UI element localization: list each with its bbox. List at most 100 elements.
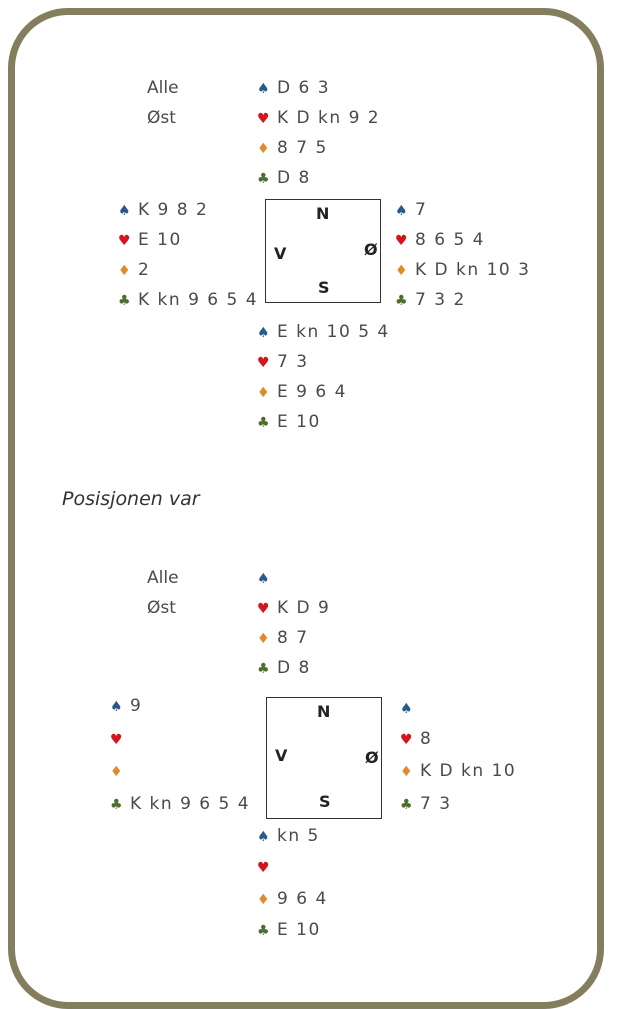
- diamond-icon: ♦: [257, 141, 272, 157]
- diamond-icon: ♦: [395, 263, 410, 279]
- heart-icon: ♥: [257, 111, 272, 127]
- dealer-label: Alle: [147, 568, 179, 588]
- west-spades: ♠ K 9 8 2: [118, 199, 208, 222]
- club-icon: ♣: [257, 415, 272, 431]
- east-spades: ♠7: [395, 199, 427, 222]
- spade-icon: ♠: [118, 203, 133, 219]
- caption: Posisjonen var: [62, 488, 200, 510]
- north-clubs: ♣ D 8: [257, 657, 311, 680]
- compass-east: Ø: [365, 748, 379, 767]
- north-clubs-cards: D 8: [277, 168, 311, 188]
- club-icon: ♣: [257, 923, 272, 939]
- club-icon: ♣: [257, 171, 272, 187]
- north-diamonds-cards: 8 7: [277, 628, 309, 648]
- east-hearts: ♥8 6 5 4: [395, 229, 485, 252]
- spade-icon: ♠: [257, 571, 272, 587]
- diamond-icon: ♦: [257, 385, 272, 401]
- compass-west: V: [275, 746, 288, 765]
- compass-north: N: [317, 702, 331, 721]
- south-hearts-cards: 7 3: [277, 352, 309, 372]
- diamond-icon: ♦: [110, 764, 125, 780]
- north-spades: ♠: [257, 567, 277, 590]
- east-spades: ♠: [400, 697, 420, 720]
- diamond-icon: ♦: [257, 892, 272, 908]
- north-diamonds: ♦ 8 7 5: [257, 137, 328, 160]
- spade-icon: ♠: [110, 699, 125, 715]
- club-icon: ♣: [118, 293, 133, 309]
- east-clubs-cards: 7 3: [420, 794, 452, 814]
- spade-icon: ♠: [395, 203, 410, 219]
- heart-icon: ♥: [110, 732, 125, 748]
- west-clubs: ♣ K kn 9 6 5 4: [110, 793, 250, 816]
- compass-north: N: [316, 204, 330, 223]
- north-hearts: ♥ K D 9: [257, 597, 330, 620]
- north-diamonds-cards: 8 7 5: [277, 138, 328, 158]
- north-clubs-cards: D 8: [277, 658, 311, 678]
- north-diamonds: ♦ 8 7: [257, 627, 309, 650]
- west-spades: ♠9: [110, 695, 142, 718]
- west-hearts: ♥: [110, 728, 130, 751]
- compass-south: S: [319, 792, 331, 811]
- east-clubs: ♣7 3: [400, 793, 452, 816]
- club-icon: ♣: [110, 797, 125, 813]
- north-spades: ♠ D 6 3: [257, 77, 330, 100]
- west-clubs-cards: K kn 9 6 5 4: [138, 290, 259, 310]
- west-diamonds-cards: 2: [138, 260, 151, 280]
- vulnerability-label: Øst: [147, 108, 176, 128]
- south-clubs: ♣ E 10: [257, 919, 321, 942]
- vulnerability-label: Øst: [147, 598, 176, 618]
- spade-icon: ♠: [257, 81, 272, 97]
- spade-icon: ♠: [257, 829, 272, 845]
- south-diamonds-cards: E 9 6 4: [277, 382, 347, 402]
- spade-icon: ♠: [400, 701, 415, 717]
- heart-icon: ♥: [257, 860, 272, 876]
- compass-box: N V Ø S: [265, 199, 381, 303]
- club-icon: ♣: [257, 661, 272, 677]
- west-diamonds: ♦2: [118, 259, 150, 282]
- west-clubs: ♣ K kn 9 6 5 4: [118, 289, 258, 312]
- heart-icon: ♥: [395, 233, 410, 249]
- compass-west: V: [274, 244, 287, 263]
- south-clubs-cards: E 10: [277, 920, 321, 940]
- east-clubs: ♣7 3 2: [395, 289, 466, 312]
- south-spades-cards: kn 5: [277, 826, 320, 846]
- west-spades-cards: K 9 8 2: [138, 200, 209, 220]
- north-hearts-cards: K D 9: [277, 598, 331, 618]
- compass-south: S: [318, 278, 330, 297]
- spade-icon: ♠: [257, 325, 272, 341]
- south-clubs-cards: E 10: [277, 412, 321, 432]
- dealer-label: Alle: [147, 78, 179, 98]
- south-diamonds-cards: 9 6 4: [277, 889, 328, 909]
- north-hearts-cards: K D kn 9 2: [277, 108, 381, 128]
- east-diamonds-cards: K D kn 10: [420, 761, 517, 781]
- heart-icon: ♥: [400, 732, 415, 748]
- west-hearts: ♥ E 10: [118, 229, 182, 252]
- east-hearts-cards: 8: [420, 729, 433, 749]
- heart-icon: ♥: [257, 601, 272, 617]
- south-spades-cards: E kn 10 5 4: [277, 322, 390, 342]
- west-clubs-cards: K kn 9 6 5 4: [130, 794, 251, 814]
- north-clubs: ♣ D 8: [257, 167, 311, 190]
- south-spades: ♠ E kn 10 5 4: [257, 321, 390, 344]
- diamond-icon: ♦: [118, 263, 133, 279]
- heart-icon: ♥: [118, 233, 133, 249]
- east-diamonds: ♦K D kn 10: [400, 760, 516, 783]
- south-clubs: ♣ E 10: [257, 411, 321, 434]
- club-icon: ♣: [395, 293, 410, 309]
- east-diamonds-cards: K D kn 10 3: [415, 260, 531, 280]
- compass-box: N V Ø S: [266, 697, 382, 819]
- north-spades-cards: D 6 3: [277, 78, 331, 98]
- south-diamonds: ♦ 9 6 4: [257, 888, 328, 911]
- south-hearts: ♥: [257, 856, 277, 879]
- east-hearts: ♥8: [400, 728, 432, 751]
- west-hearts-cards: E 10: [138, 230, 182, 250]
- south-hearts: ♥ 7 3: [257, 351, 309, 374]
- south-spades: ♠ kn 5: [257, 825, 320, 848]
- west-diamonds: ♦: [110, 760, 130, 783]
- west-spades-cards: 9: [130, 696, 143, 716]
- south-diamonds: ♦ E 9 6 4: [257, 381, 347, 404]
- diamond-icon: ♦: [257, 631, 272, 647]
- north-hearts: ♥ K D kn 9 2: [257, 107, 380, 130]
- east-diamonds: ♦ K D kn 10 3: [395, 259, 530, 282]
- heart-icon: ♥: [257, 355, 272, 371]
